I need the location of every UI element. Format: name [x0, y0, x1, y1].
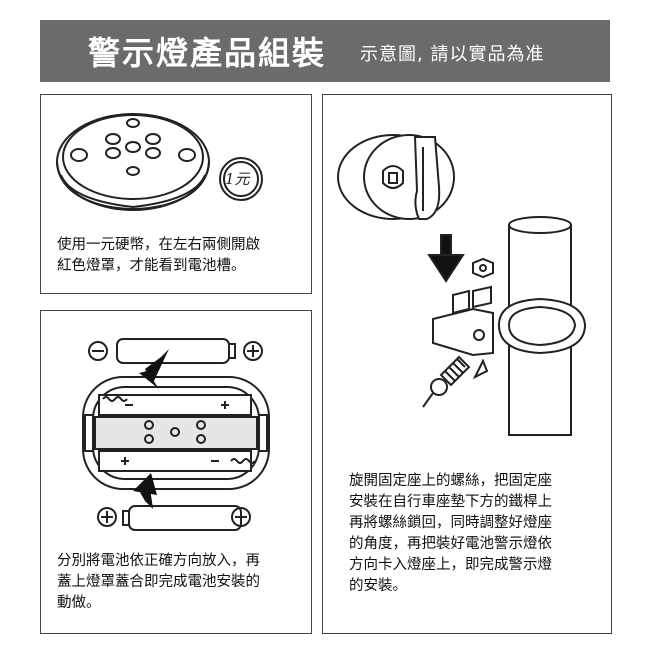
seatpost-mount-illustration: [337, 134, 587, 436]
header-subtitle: 示意圖, 請以實品為准: [360, 44, 545, 65]
step1-caption: 使用一元硬幣，在左右兩側開啟 紅色燈罩，才能看到電池槽。: [57, 237, 260, 274]
lamp-cover-coin-illustration: [56, 113, 263, 211]
step2-caption: 分別將電池依正確方向放入，再 蓋上燈罩蓋合即完成電池安裝的 動做。: [57, 553, 260, 611]
header-title: 警示燈產品組裝: [88, 34, 327, 72]
battery-compartment-illustration: [82, 338, 270, 531]
step3-panel: 旋開固定座上的螺絲，把固定座 安裝在自行車座墊下方的鐵桿上 再將螺絲鎖回，同時調…: [322, 94, 612, 634]
step2-panel: 分別將電池依正確方向放入，再 蓋上燈罩蓋合即完成電池安裝的 動做。: [40, 310, 312, 634]
step1-panel: 1元 使用一元硬幣，在左右兩側開啟 紅色燈罩，才能看到電池槽。: [40, 94, 312, 294]
header-banner: 警示燈產品組裝 示意圖, 請以實品為准: [40, 20, 610, 82]
coin-label: 1元: [225, 170, 250, 188]
step3-caption: 旋開固定座上的螺絲，把固定座 安裝在自行車座墊下方的鐵桿上 再將螺絲鎖回，同時調…: [349, 473, 552, 594]
